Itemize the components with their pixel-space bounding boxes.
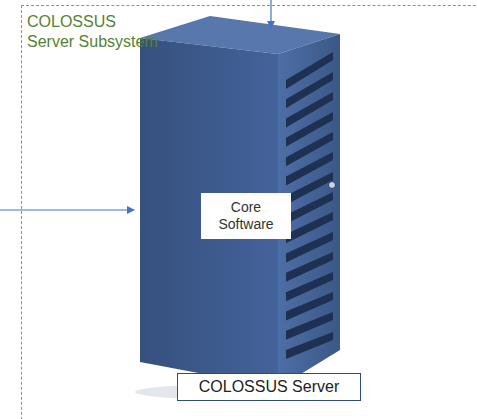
subsystem-boundary: COLOSSUS Server SubsystemCore SoftwareCO…: [21, 5, 477, 419]
software-box: Core Software: [201, 193, 291, 239]
server-vents: [286, 52, 333, 359]
node-label: COLOSSUS Server: [199, 377, 339, 397]
node-label: Core Software: [204, 199, 288, 233]
server-label-box: COLOSSUS Server: [177, 373, 361, 401]
node-label: COLOSSUS Server Subsystem: [27, 12, 163, 52]
vent-slot: [286, 332, 333, 359]
